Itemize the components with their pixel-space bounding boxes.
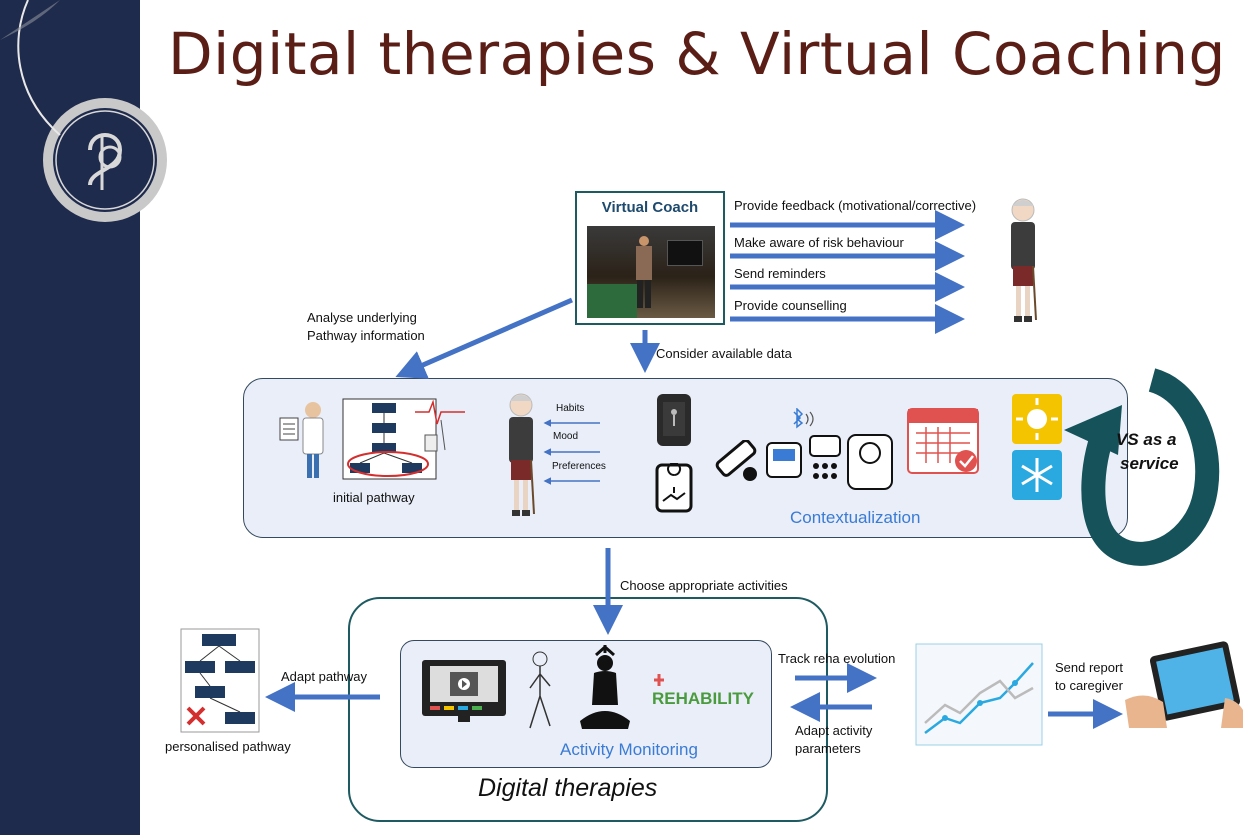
activity-monitoring-label: Activity Monitoring — [560, 740, 698, 759]
vs-service-label-line1: VS as a — [1116, 430, 1177, 449]
video-monitor-icon — [420, 658, 508, 724]
sun-weather-icon — [1012, 394, 1062, 444]
action-counselling: Provide counselling — [734, 298, 847, 313]
adapt-params-line2: parameters — [795, 741, 861, 756]
bluetooth-icon — [788, 407, 818, 430]
yoga-figure-icon — [578, 644, 633, 733]
adapt-pathway-label: Adapt pathway — [281, 669, 368, 684]
clinician-icon — [278, 400, 333, 480]
choose-activities-label: Choose appropriate activities — [620, 578, 788, 593]
send-report-line1: Send report — [1055, 660, 1123, 675]
consider-data-label: Consider available data — [656, 346, 792, 361]
pill-dispenser-icon — [712, 439, 762, 484]
reha-evolution-line-chart — [915, 643, 1043, 746]
walking-figure-icon — [520, 650, 560, 735]
weight-scale-icon — [846, 433, 894, 491]
elderly-patient-figure — [1003, 196, 1043, 328]
slide-title: Digital therapies & Virtual Coaching — [168, 20, 1226, 88]
rehability-logo: REHABILITY — [650, 666, 755, 712]
digital-therapies-label: Digital therapies — [478, 774, 658, 802]
vs-service-cycle-icon — [1052, 335, 1237, 580]
virtual-coach-title: Virtual Coach — [601, 199, 699, 216]
smartwatch-icon — [806, 432, 846, 488]
analyse-label-line2: Pathway information — [307, 328, 425, 343]
virtual-coach-avatar-image — [587, 226, 715, 318]
mood-label: Mood — [553, 431, 579, 442]
rehability-logo-text: REHABILITY — [652, 689, 755, 708]
vital-signs-icon — [415, 399, 465, 460]
caregiver-tablet-icon — [1125, 640, 1243, 730]
personalised-pathway-label: personalised pathway — [165, 739, 291, 754]
action-reminders: Send reminders — [734, 266, 826, 281]
sidebar-arc — [0, 0, 110, 140]
contextualization-label: Contextualization — [790, 508, 921, 527]
blood-pressure-icon — [765, 437, 805, 481]
wearable-device-icon — [655, 392, 693, 448]
habits-label: Habits — [556, 403, 585, 414]
personalised-pathway-flowchart — [180, 628, 260, 733]
analyse-label-line1: Analyse underlying — [307, 310, 417, 325]
send-report-line2: to caregiver — [1055, 678, 1123, 693]
track-reha-label: Track reha evolution — [778, 651, 896, 666]
tablet-map-icon — [655, 462, 693, 513]
adapt-params-line1: Adapt activity — [795, 723, 873, 738]
preferences-label: Preferences — [552, 461, 606, 472]
virtual-coach-box: Virtual Coach — [575, 191, 725, 325]
initial-pathway-label: initial pathway — [333, 490, 415, 505]
calendar-icon — [906, 403, 980, 475]
action-risk-awareness: Make aware of risk behaviour — [734, 235, 904, 250]
action-feedback: Provide feedback (motivational/correctiv… — [734, 198, 977, 213]
policlinico-logo — [40, 95, 170, 225]
elderly-woman-figure — [500, 392, 542, 520]
snow-weather-icon — [1012, 450, 1062, 500]
vs-service-label-line2: service — [1120, 454, 1179, 473]
